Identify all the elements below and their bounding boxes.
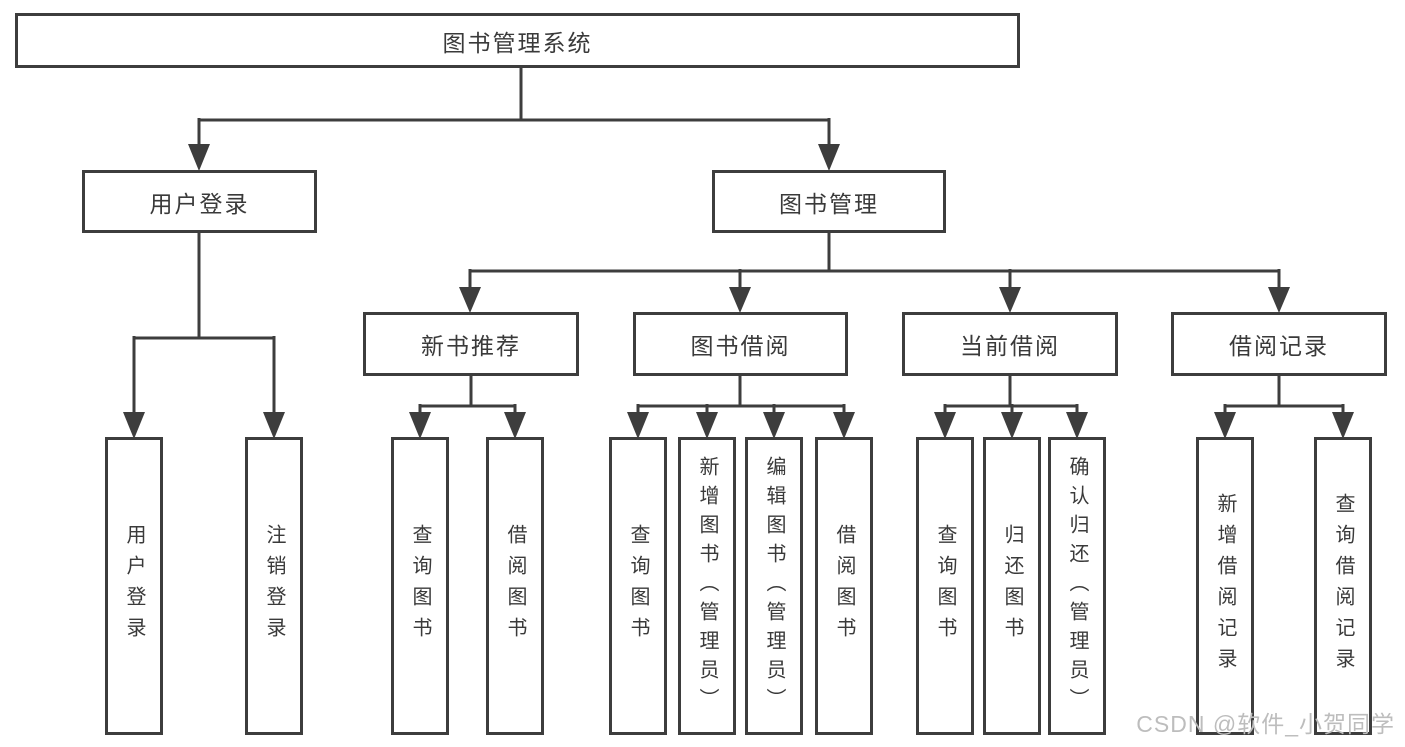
leaf-label: 归还图书 [1001, 524, 1023, 648]
leaf-label: 查询图书 [627, 524, 649, 648]
node-user-login-branch: 用户登录 [82, 170, 317, 233]
csdn-watermark: CSDN @软件_小贺同学 [1136, 711, 1395, 737]
leaf-query-books-recommend: 查询图书 [391, 437, 449, 735]
leaf-label: 查询图书 [934, 524, 956, 648]
leaf-borrow-books: 借阅图书 [815, 437, 873, 735]
leaf-confirm-return-admin: 确认归还（管理员） [1048, 437, 1106, 735]
node-current-borrowing: 当前借阅 [902, 312, 1118, 376]
node-book-borrowing: 图书借阅 [633, 312, 848, 376]
leaf-borrow-books-recommend: 借阅图书 [486, 437, 544, 735]
node-label: 图书管理 [779, 190, 879, 217]
leaf-query-books-current: 查询图书 [916, 437, 974, 735]
node-label: 新书推荐 [421, 333, 521, 359]
leaf-label: 新增图书（管理员） [696, 455, 718, 717]
node-borrowing-records: 借阅记录 [1171, 312, 1387, 376]
node-label: 用户登录 [149, 190, 250, 217]
arrowheads [123, 144, 1354, 439]
node-label: 当前借阅 [960, 333, 1060, 359]
leaf-label: 确认归还（管理员） [1066, 455, 1088, 717]
leaf-label: 借阅图书 [504, 524, 526, 648]
leaf-query-borrow-record: 查询借阅记录 [1314, 437, 1372, 735]
leaf-user-login: 用户登录 [105, 437, 163, 735]
leaf-add-books-admin: 新增图书（管理员） [678, 437, 736, 735]
leaf-query-books-borrowing: 查询图书 [609, 437, 667, 735]
leaf-label: 查询图书 [409, 524, 431, 648]
leaf-label: 编辑图书（管理员） [763, 455, 785, 717]
node-label: 借阅记录 [1229, 333, 1329, 359]
leaf-label: 查询借阅记录 [1332, 493, 1354, 679]
leaf-label: 用户登录 [123, 524, 145, 648]
leaf-label: 注销登录 [263, 524, 285, 648]
node-label: 图书借阅 [690, 333, 791, 359]
leaf-edit-books-admin: 编辑图书（管理员） [745, 437, 803, 735]
leaf-add-borrow-record: 新增借阅记录 [1196, 437, 1254, 735]
leaf-label: 新增借阅记录 [1214, 493, 1236, 679]
node-book-management-branch: 图书管理 [712, 170, 946, 233]
node-label: 图书管理系统 [442, 29, 593, 56]
leaf-return-books: 归还图书 [983, 437, 1041, 735]
leaf-label: 借阅图书 [833, 524, 855, 648]
node-new-book-recommendation: 新书推荐 [363, 312, 579, 376]
leaf-logout: 注销登录 [245, 437, 303, 735]
node-root-system: 图书管理系统 [15, 13, 1020, 68]
